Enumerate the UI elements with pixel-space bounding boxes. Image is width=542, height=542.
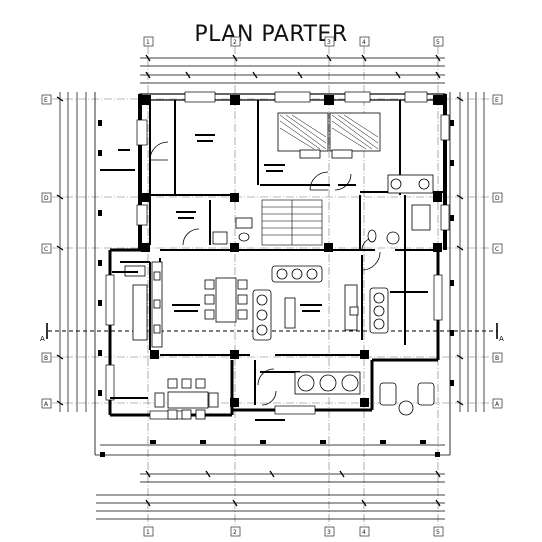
axis-label-col-3-bottom: 3	[327, 529, 331, 536]
axis-label-col-2-top: 2	[233, 39, 237, 46]
beds	[277, 112, 381, 159]
base-outline	[94, 92, 451, 456]
axis-label-row-d-left: D	[44, 195, 49, 202]
bottom-dimension-lines	[96, 473, 445, 520]
axis-label-col-1-top: 1	[146, 39, 150, 46]
right-dimension-lines	[459, 92, 485, 412]
plan-title: PLAN PARTER	[194, 22, 348, 47]
axis-label-row-c-left: C	[44, 246, 48, 253]
axis-label-col-5-top: 5	[436, 39, 440, 46]
axis-label-col-2-bottom: 2	[233, 529, 237, 536]
living-room-sofas	[252, 265, 389, 341]
axis-label-row-c-right: C	[495, 246, 499, 253]
windows	[105, 91, 450, 420]
section-line	[46, 323, 498, 339]
kitchen-counters	[124, 261, 163, 348]
section-marker-left: A	[40, 335, 45, 343]
axis-label-row-e-right: E	[495, 97, 499, 104]
dining-set-main	[204, 277, 248, 323]
staircase	[261, 199, 323, 246]
axis-label-col-5-bottom: 5	[436, 529, 440, 536]
bathroom-fixtures	[212, 174, 434, 245]
perimeter-annotation-marks	[98, 120, 454, 457]
axis-label-row-b-right: B	[495, 355, 499, 362]
axis-label-row-d-right: D	[495, 195, 500, 202]
axis-label-col-1-bottom: 1	[146, 529, 150, 536]
axis-label-row-e-left: E	[44, 97, 48, 104]
row-axis-markers	[41, 94, 503, 409]
axis-label-col-4-bottom: 4	[362, 529, 366, 536]
axis-label-col-3-top: 3	[327, 39, 331, 46]
left-dimension-lines	[59, 92, 87, 412]
exterior-walls	[108, 93, 447, 417]
structural-columns	[141, 95, 443, 407]
top-dimension-lines	[140, 57, 445, 84]
column-axis-markers	[143, 36, 444, 537]
lounge-seating	[294, 371, 435, 416]
dimension-ticks	[56, 54, 464, 507]
axis-label-row-a-right: A	[495, 401, 500, 408]
interior-walls	[120, 100, 445, 405]
axis-label-col-4-top: 4	[362, 39, 366, 46]
dining-set-terrace	[154, 378, 219, 420]
section-marker-right: A	[499, 335, 504, 343]
axis-label-row-b-left: B	[44, 355, 48, 362]
doors	[149, 141, 381, 406]
room-annotations	[100, 134, 428, 421]
axis-label-row-a-left: A	[44, 401, 49, 408]
